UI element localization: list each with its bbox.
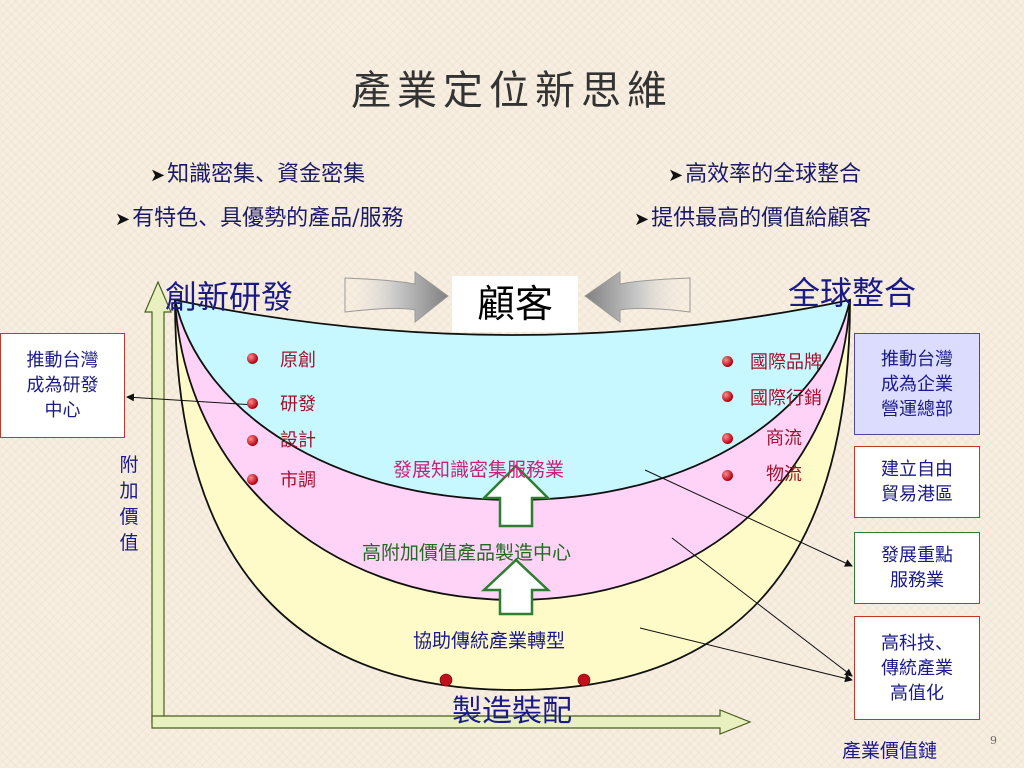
page-title: 產業定位新思維	[351, 68, 673, 114]
page-number: 9	[990, 734, 997, 747]
point-commerce-flow: 商流	[766, 428, 802, 449]
point-intl-brand: 國際品牌	[750, 352, 822, 373]
bullet-right-1: ➤高效率的全球整合	[668, 162, 862, 187]
right-box-free-trade-zone: 建立自由 貿易港區	[854, 446, 980, 518]
heading-innovation-rd: 創新研發	[165, 278, 294, 316]
bullet-dot-icon	[247, 474, 258, 485]
arrow-bullet-icon: ➤	[634, 209, 650, 230]
arrow-bullet-icon: ➤	[150, 165, 166, 186]
layer-label-high-value-manufacturing: 高附加價值產品製造中心	[362, 542, 572, 564]
point-logistics: 物流	[766, 464, 802, 485]
arrow-bullet-icon: ➤	[115, 209, 131, 230]
bottom-label-manufacturing-assembly: 製造裝配	[452, 694, 572, 729]
point-design: 設計	[280, 430, 316, 451]
customer-label: 顧客	[452, 276, 578, 332]
right-gray-arrow	[584, 271, 691, 323]
y-axis-label-added-value: 附加價值	[119, 454, 139, 554]
connector-service-to-box	[644, 469, 853, 567]
bottom-dot-left	[439, 673, 453, 687]
heading-global-integration: 全球整合	[788, 274, 917, 312]
point-original: 原創	[280, 350, 316, 371]
arrow-bullet-icon: ➤	[668, 165, 684, 186]
bullet-dot-icon	[722, 356, 733, 367]
bullet-dot-icon	[247, 435, 258, 446]
point-market-research: 市調	[280, 470, 316, 491]
left-box-rd-center: 推動台灣 成為研發 中心	[0, 333, 125, 438]
bullet-dot-icon	[247, 353, 258, 364]
x-axis-arrow	[151, 709, 752, 735]
right-box-key-services: 發展重點 服務業	[854, 532, 980, 604]
point-intl-marketing: 國際行銷	[750, 388, 822, 409]
layer-label-knowledge-service: 發展知識密集服務業	[393, 459, 565, 481]
x-axis-label-value-chain: 產業價值鏈	[842, 740, 938, 762]
right-box-high-tech-upgrade: 高科技、 傳統產業 高值化	[854, 616, 980, 720]
bullet-left-1: ➤知識密集、資金密集	[150, 162, 366, 187]
connector-research-to-left-box	[126, 393, 256, 406]
point-research: 研發	[280, 394, 316, 415]
connector-manufacturing-to-box	[671, 537, 853, 677]
bottom-dot-right	[577, 673, 591, 687]
connector-traditional-to-box	[639, 627, 853, 683]
right-box-headquarters: 推動台灣 成為企業 營運總部	[854, 333, 980, 435]
bullet-dot-icon	[722, 433, 733, 444]
bullet-right-2: ➤提供最高的價值給顧客	[634, 206, 872, 231]
bullet-dot-icon	[247, 398, 258, 409]
y-axis-arrow	[144, 280, 172, 723]
bullet-dot-icon	[722, 391, 733, 402]
green-up-arrow-lower	[480, 558, 552, 616]
left-gray-arrow	[344, 271, 449, 324]
bullet-dot-icon	[722, 470, 733, 481]
green-up-arrow-upper	[480, 464, 552, 528]
layer-inner-cyan	[173, 298, 852, 501]
layer-label-traditional-transform: 協助傳統產業轉型	[413, 630, 566, 652]
bullet-left-2: ➤有特色、具優勢的產品/服務	[115, 206, 404, 231]
